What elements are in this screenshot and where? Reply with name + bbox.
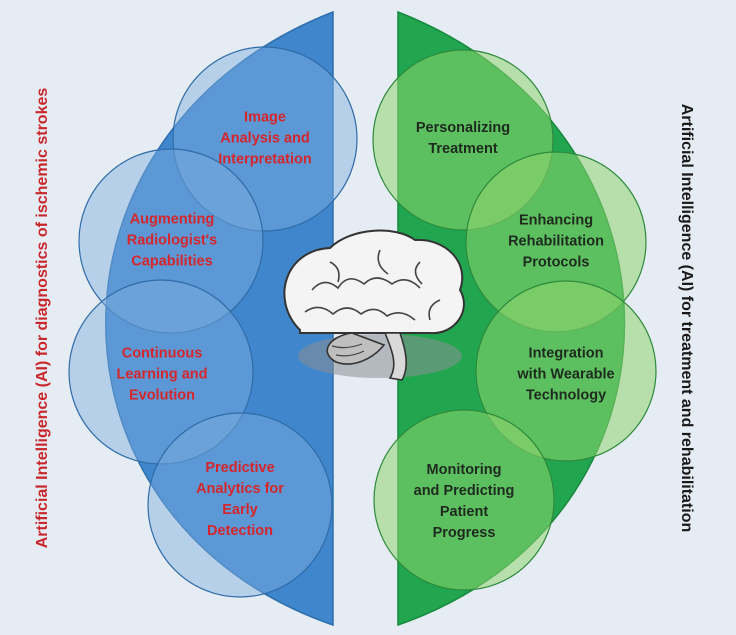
left-bubble-4	[147, 412, 333, 598]
left-side-title: Artificial Intelligence (AI) for diagnos…	[34, 87, 51, 549]
right-item-label-1: Personalizing Treatment	[415, 120, 511, 157]
left-item-label-4: Predictive Analytics for Early Detection	[196, 460, 284, 539]
left-item-label-2: Augmenting Radiologist's Capabilities	[126, 211, 218, 270]
left-bubble-3	[68, 279, 254, 465]
right-item-label-3: Integration with Wearable Technology	[517, 345, 615, 404]
right-item-label-4: Monitoring and Predicting Patient Progre…	[413, 462, 515, 541]
right-bubble-3	[475, 280, 657, 462]
left-lens-shape	[105, 10, 334, 627]
left-item-label-1: Image Analysis and Interpretation	[218, 109, 312, 168]
right-bubble-4	[373, 409, 555, 591]
right-side-title: Artificial Intelligence (AI) for treatme…	[678, 103, 695, 533]
left-item-label-3: Continuous Learning and Evolution	[116, 345, 208, 404]
right-item-label-2: Enhancing Rehabilitation Protocols	[508, 212, 604, 271]
brain-icon	[283, 229, 465, 381]
left-bubble-1	[172, 46, 358, 232]
